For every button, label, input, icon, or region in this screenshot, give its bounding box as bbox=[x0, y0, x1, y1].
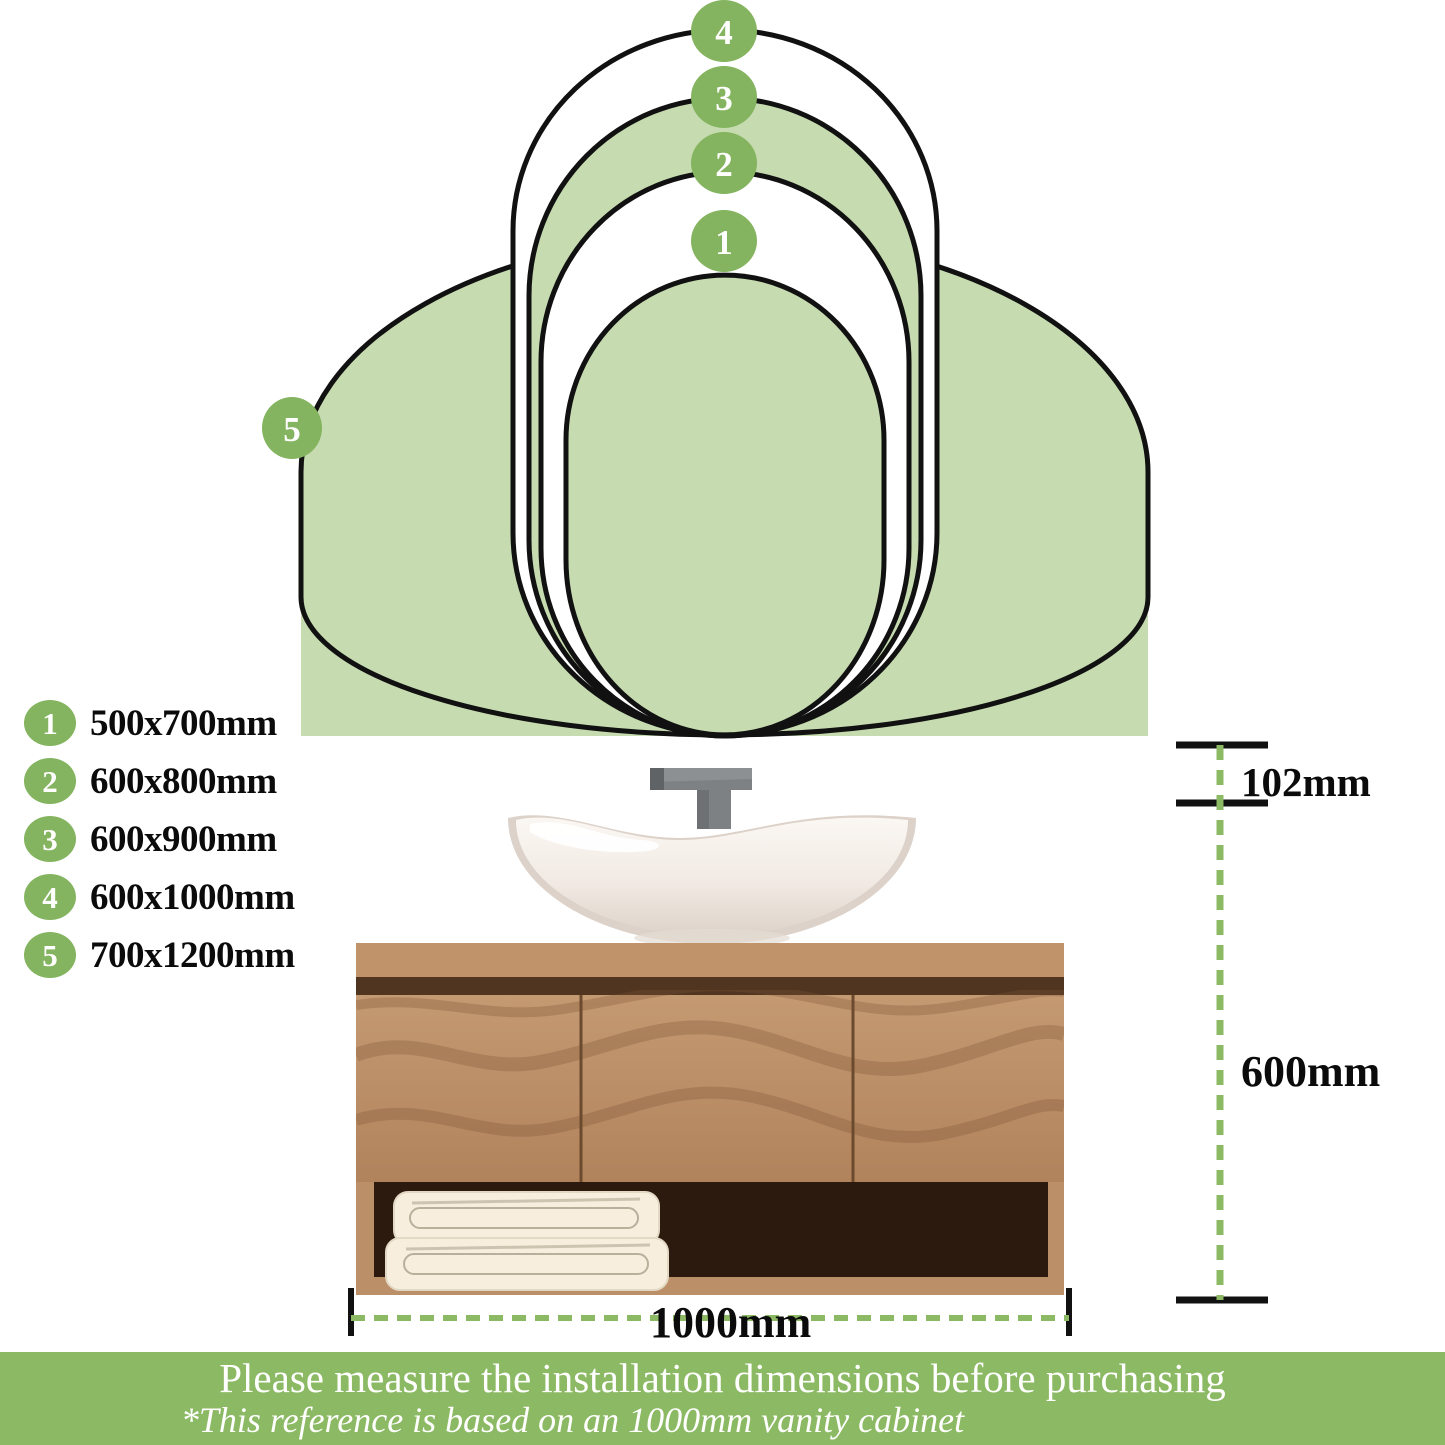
legend-item-5[interactable]: 5 700x1200mm bbox=[24, 926, 354, 984]
size-legend: 1 500x700mm 2 600x800mm 3 600x900mm 4 60… bbox=[24, 694, 354, 984]
legend-label-1: 500x700mm bbox=[90, 702, 277, 744]
dimension-label-102mm: 102mm bbox=[1241, 759, 1371, 805]
folded-towels-icon bbox=[385, 1191, 669, 1291]
legend-badge-1: 1 bbox=[24, 700, 76, 746]
mirror-outline-1 bbox=[563, 272, 887, 738]
dimension-width-1000 bbox=[348, 1288, 1072, 1336]
faucet-icon bbox=[650, 768, 752, 829]
legend-label-5: 700x1200mm bbox=[90, 934, 295, 976]
shape-badge-2[interactable]: 2 bbox=[691, 132, 757, 194]
legend-item-1[interactable]: 1 500x700mm bbox=[24, 694, 354, 752]
dimension-label-1000mm: 1000mm bbox=[650, 1298, 812, 1347]
vanity-cabinet-icon bbox=[356, 943, 1064, 1295]
legend-badge-3: 3 bbox=[24, 816, 76, 862]
legend-item-4[interactable]: 4 600x1000mm bbox=[24, 868, 354, 926]
sink-basin-icon bbox=[508, 815, 916, 947]
svg-text:5: 5 bbox=[283, 410, 301, 449]
svg-text:1: 1 bbox=[715, 223, 733, 262]
banner-secondary-text: *This reference is based on an 1000mm va… bbox=[180, 1400, 965, 1441]
shape-badge-3[interactable]: 3 bbox=[691, 66, 757, 128]
legend-label-4: 600x1000mm bbox=[90, 876, 295, 918]
legend-item-3[interactable]: 3 600x900mm bbox=[24, 810, 354, 868]
dimension-height-right bbox=[1176, 741, 1268, 1304]
legend-label-2: 600x800mm bbox=[90, 760, 277, 802]
shape-badge-4[interactable]: 4 bbox=[691, 0, 757, 62]
legend-badge-5: 5 bbox=[24, 932, 76, 978]
shape-badge-1[interactable]: 1 bbox=[691, 210, 757, 272]
svg-text:2: 2 bbox=[715, 145, 733, 184]
legend-item-2[interactable]: 2 600x800mm bbox=[24, 752, 354, 810]
shape-badge-5[interactable]: 5 bbox=[262, 397, 322, 459]
legend-label-3: 600x900mm bbox=[90, 818, 277, 860]
legend-badge-4: 4 bbox=[24, 874, 76, 920]
measure-notice-banner: Please measure the installation dimensio… bbox=[0, 1352, 1445, 1445]
legend-badge-2: 2 bbox=[24, 758, 76, 804]
banner-primary-text: Please measure the installation dimensio… bbox=[219, 1355, 1226, 1402]
svg-text:4: 4 bbox=[715, 13, 733, 52]
dimension-label-600mm: 600mm bbox=[1241, 1047, 1381, 1096]
svg-text:3: 3 bbox=[715, 79, 733, 118]
